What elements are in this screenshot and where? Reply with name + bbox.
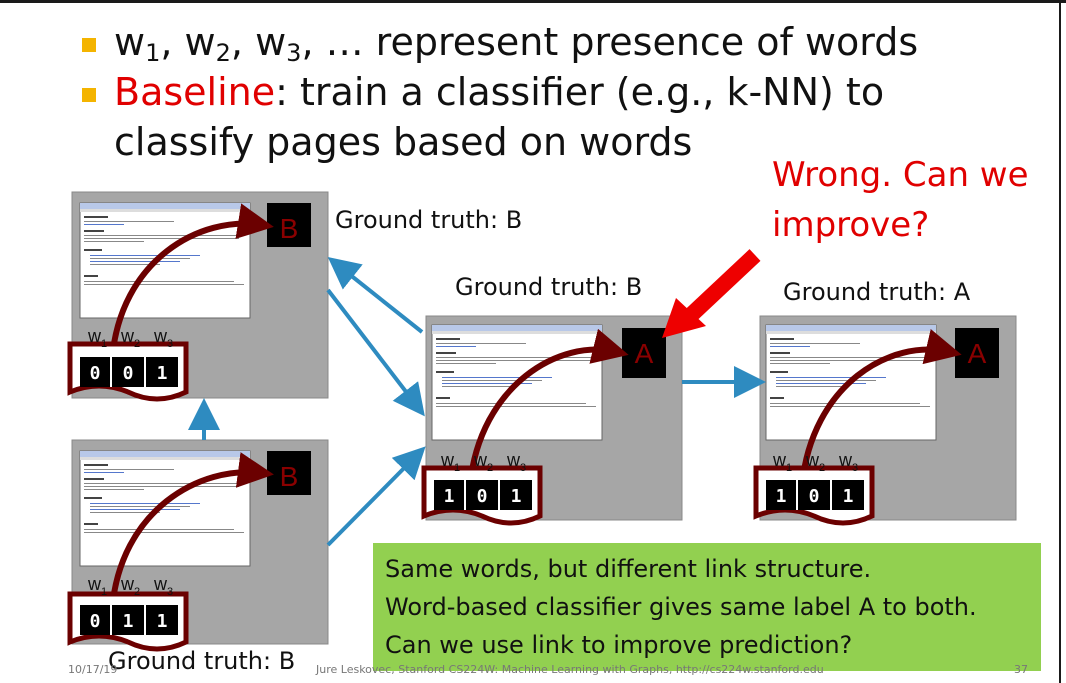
label-right: A <box>968 338 987 369</box>
subscript-2: 2 <box>215 39 231 67</box>
curve-middle <box>467 328 629 486</box>
curve-bottom-left <box>109 452 274 611</box>
word-vector-right: 1 0 1 <box>753 465 875 526</box>
callout-line-2: improve? <box>772 205 930 245</box>
footer-credit: Jure Leskovec, Stanford CS224W: Machine … <box>316 663 824 676</box>
bit: 1 <box>843 486 854 507</box>
bullet-2-text: : train a classifier (e.g., k-NN) to <box>275 70 885 114</box>
sep-text: , w <box>160 20 216 64</box>
word-labels-middle: w1 w2 w3 <box>440 450 526 474</box>
bit: 1 <box>776 486 787 507</box>
footer-page-number: 37 <box>1014 663 1028 676</box>
bit: 1 <box>123 611 134 632</box>
explanation-box: Same words, but different link structure… <box>373 543 1041 671</box>
label-middle: A <box>635 338 654 369</box>
wrong-pointer-arrow <box>662 249 761 338</box>
bullet-line-1: w1, w2, w3, … represent presence of word… <box>114 18 918 77</box>
label-top-left: B <box>280 213 299 244</box>
word-vector-bottom-left: 0 1 1 <box>67 591 189 652</box>
bullet-line-2: Baseline: train a classifier (e.g., k-NN… <box>114 68 884 116</box>
svg-text:w3: w3 <box>838 450 858 474</box>
footer-date: 10/17/19 <box>68 663 118 676</box>
curve-right <box>799 329 962 486</box>
svg-text:w1: w1 <box>440 450 460 474</box>
ground-truth-middle: Ground truth: B <box>455 273 643 301</box>
bullet-1-text: , … represent presence of words <box>301 20 919 64</box>
svg-text:w3: w3 <box>153 574 173 598</box>
callout-line-1: Wrong. Can we <box>772 155 1029 195</box>
svg-text:w2: w2 <box>805 450 825 474</box>
bit: 0 <box>477 486 488 507</box>
bullet-marker-2 <box>82 88 96 102</box>
baseline-keyword: Baseline <box>114 70 276 114</box>
svg-text:w2: w2 <box>473 450 493 474</box>
explanation-line-2: Word-based classifier gives same label A… <box>385 593 977 621</box>
explanation-line-3: Can we use link to improve prediction? <box>385 631 853 659</box>
svg-text:w1: w1 <box>87 574 107 598</box>
wrong-callout: Wrong. Can we improve? <box>772 150 1029 250</box>
edge-middle-to-topleft <box>327 257 424 334</box>
ground-truth-right: Ground truth: A <box>783 278 971 306</box>
subscript-3: 3 <box>286 39 302 67</box>
svg-text:w1: w1 <box>87 326 107 350</box>
word-labels-top-left: w1 w2 w3 <box>87 326 173 350</box>
top-border <box>0 0 1066 3</box>
word-labels-bottom-left: w1 w2 w3 <box>87 574 173 598</box>
ground-truth-top-left: Ground truth: B <box>335 206 523 234</box>
bit: 1 <box>157 363 168 384</box>
bullet-marker-1 <box>82 38 96 52</box>
bit: 0 <box>90 363 101 384</box>
bit: 0 <box>809 486 820 507</box>
label-bottom-left: B <box>280 461 299 492</box>
edge-topleft-to-middle <box>326 288 425 417</box>
word-vector-middle: 1 0 1 <box>421 465 543 526</box>
svg-text:w2: w2 <box>120 574 140 598</box>
bit: 0 <box>90 611 101 632</box>
svg-text:w2: w2 <box>120 326 140 350</box>
word-vector-top-left: 0 0 1 <box>67 341 189 402</box>
sep-text: , w <box>230 20 287 64</box>
bit: 1 <box>511 486 522 507</box>
subscript-1: 1 <box>145 39 161 67</box>
edge-bottomleft-to-middle <box>326 446 426 547</box>
bullet-line-3: classify pages based on words <box>114 120 693 164</box>
svg-text:w3: w3 <box>506 450 526 474</box>
word-labels-right: w1 w2 w3 <box>772 450 858 474</box>
bit: 1 <box>444 486 455 507</box>
bit: 1 <box>157 611 168 632</box>
ground-truth-bottom-left: Ground truth: B <box>108 647 296 675</box>
svg-text:w3: w3 <box>153 326 173 350</box>
bit: 0 <box>123 363 134 384</box>
explanation-line-1: Same words, but different link structure… <box>385 555 872 583</box>
curve-top-left <box>109 203 274 361</box>
right-border <box>1059 0 1061 683</box>
w-text: w <box>114 20 146 64</box>
svg-text:w1: w1 <box>772 450 792 474</box>
